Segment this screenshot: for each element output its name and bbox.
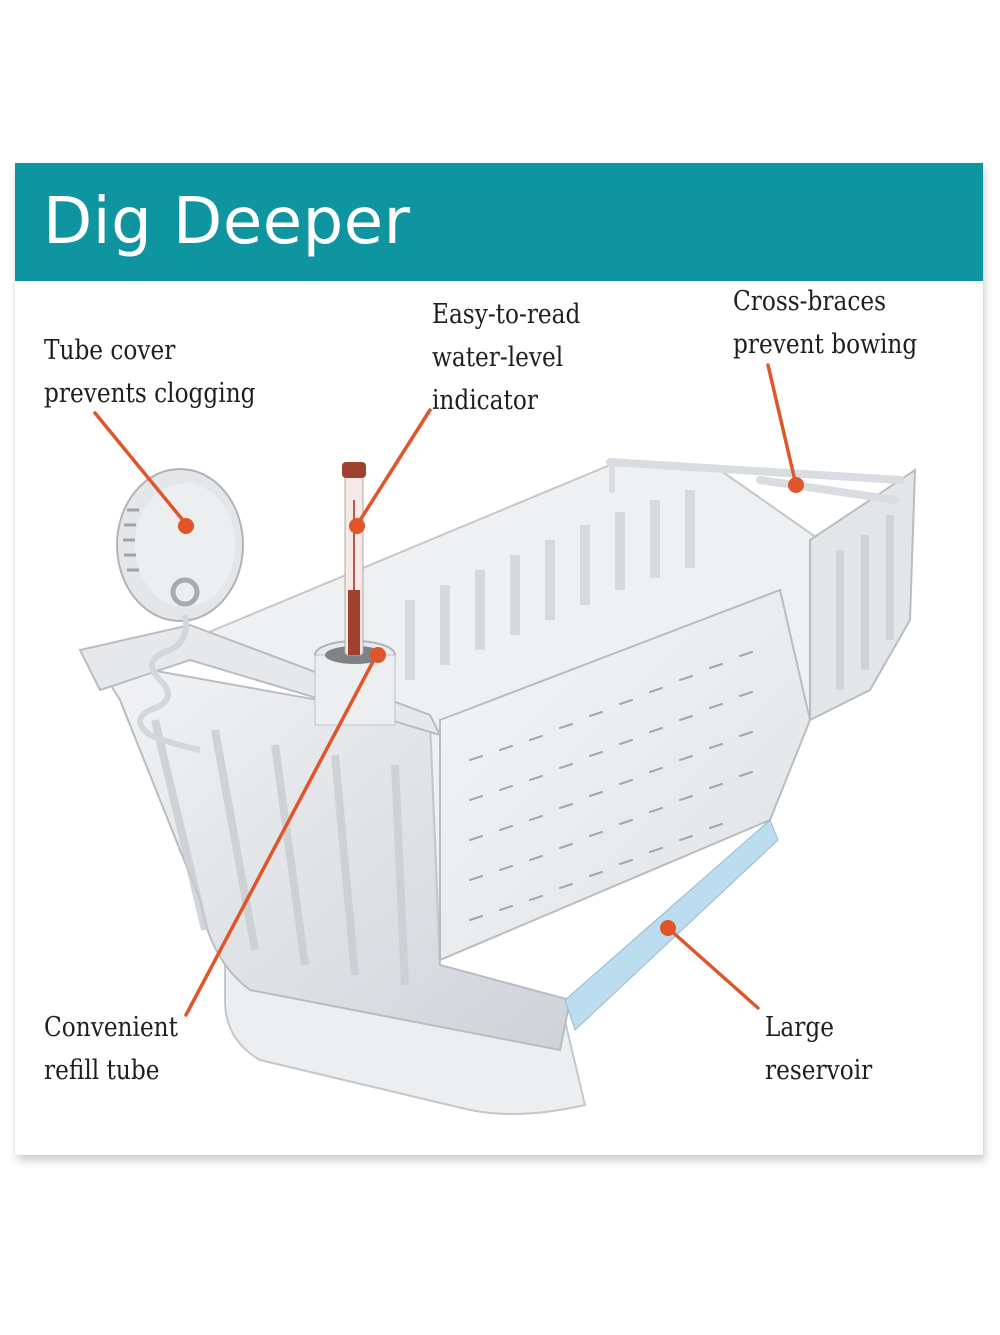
- callout-line-3: indicator: [432, 385, 538, 416]
- callout-line-1: Tube cover: [44, 335, 176, 366]
- callout-line-2: refill tube: [44, 1055, 160, 1086]
- header-banner: Dig Deeper: [15, 163, 983, 281]
- callout-reservoir: Large reservoir: [765, 1006, 872, 1092]
- callout-line-1: Large: [765, 1012, 834, 1043]
- callout-dots: [178, 477, 804, 936]
- callout-line-1: Cross-braces: [733, 286, 886, 317]
- callout-tube-cover: Tube cover prevents clogging: [44, 329, 256, 415]
- callout-line-2: reservoir: [765, 1055, 873, 1086]
- page-title: Dig Deeper: [43, 185, 411, 259]
- callout-line-1: Convenient: [44, 1012, 178, 1043]
- callout-water-level-indicator: Easy-to-read water-level indicator: [432, 293, 580, 422]
- callout-line-2: prevents clogging: [44, 378, 256, 409]
- callout-lines: [93, 363, 798, 1017]
- callout-line-1: Easy-to-read: [432, 299, 581, 330]
- callout-line-2: water-level: [432, 342, 564, 373]
- callout-cross-braces: Cross-braces prevent bowing: [733, 280, 917, 366]
- callout-refill-tube: Convenient refill tube: [44, 1006, 178, 1092]
- callout-line-2: prevent bowing: [733, 329, 918, 360]
